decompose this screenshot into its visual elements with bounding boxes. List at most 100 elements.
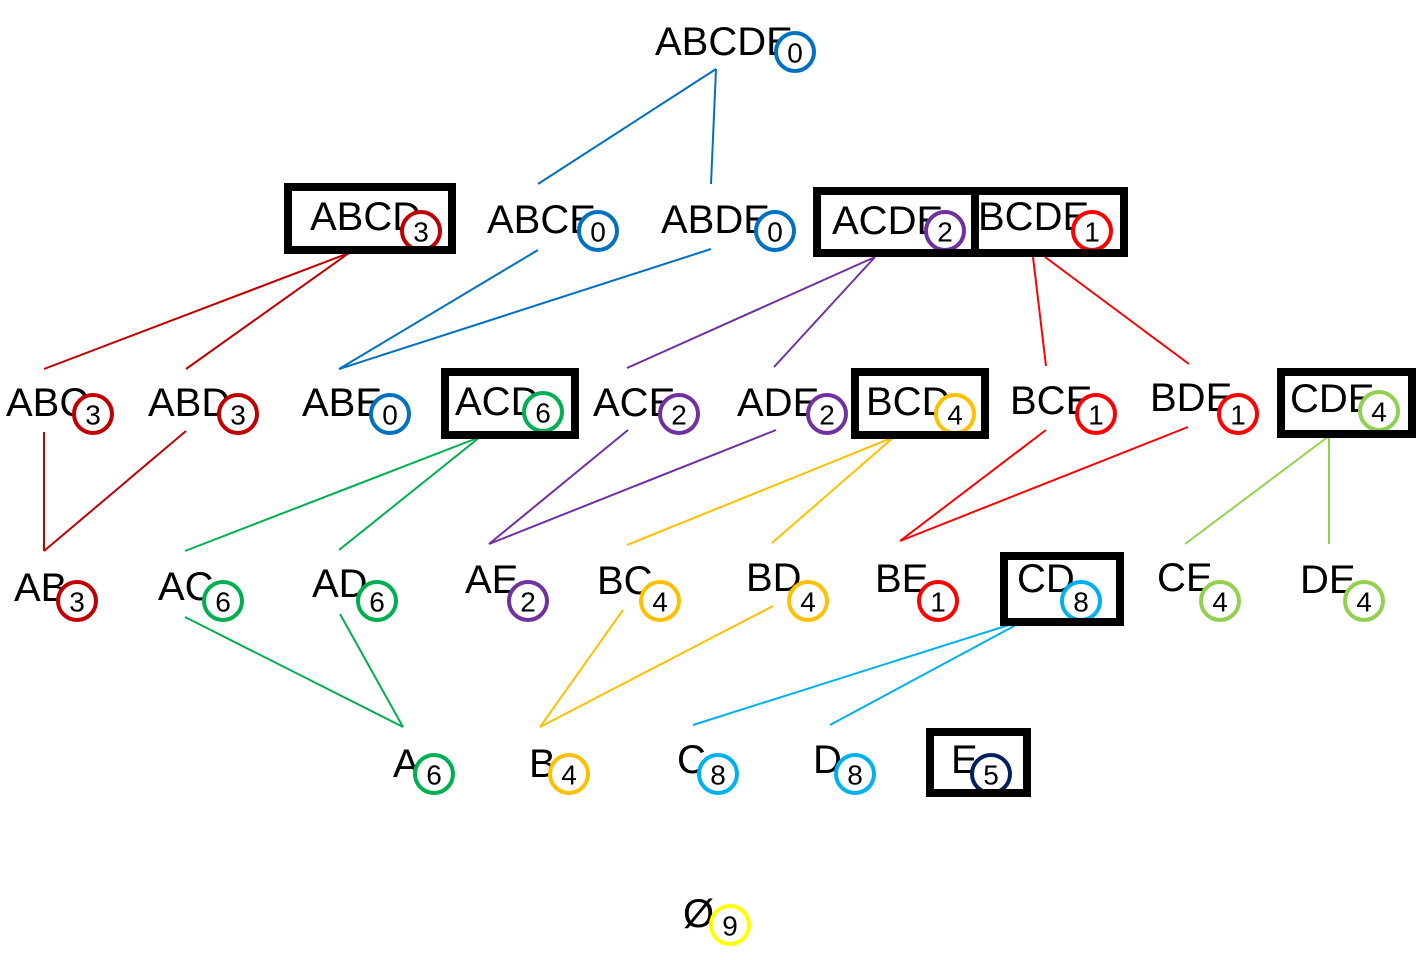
support-count-ac: 6: [215, 587, 231, 618]
edge-abcde-abce: [537, 68, 717, 185]
itemset-label-abde: ABDE: [661, 198, 770, 242]
closed-itemset-box-cde: [1277, 368, 1416, 438]
edge-abde-abe: [338, 248, 712, 370]
closed-itemset-box-bcde: [971, 187, 1128, 257]
support-count-acde: 2: [937, 217, 953, 248]
support-count-be: 1: [930, 587, 946, 618]
support-count-abc: 3: [85, 400, 101, 431]
support-count-bcde: 1: [1084, 217, 1100, 248]
edge-acde-ade: [773, 256, 876, 368]
support-count-circle-ae: [507, 580, 549, 622]
edge-bce-be: [899, 429, 1047, 542]
edge-acd-ac: [184, 436, 481, 552]
itemset-label-abcde: ABCDE: [655, 20, 793, 64]
itemset-node-be: BE1: [875, 557, 959, 622]
support-count-circle-ac: [202, 580, 244, 622]
itemset-label-ade: ADE: [737, 381, 819, 425]
support-count-abe: 0: [382, 400, 398, 431]
support-count-circle-ace: [658, 393, 700, 435]
edge-ad-a: [339, 613, 404, 728]
edge-ade-ae: [488, 429, 777, 545]
support-count-cd: 8: [1073, 587, 1089, 618]
support-count-empty: 9: [722, 911, 738, 942]
support-count-abd: 3: [230, 400, 246, 431]
support-count-de: 4: [1356, 587, 1372, 618]
support-count-circle-ade: [806, 393, 848, 435]
edge-cd-d: [829, 624, 1017, 726]
edge-abcd-abd: [185, 252, 350, 370]
lattice-edges: [43, 68, 1330, 728]
closed-itemset-box-abcd: [284, 183, 456, 254]
support-count-circle-empty: [709, 904, 751, 946]
support-count-circle-ad: [356, 580, 398, 622]
support-count-circle-bce: [1075, 393, 1117, 435]
edge-abd-ab: [43, 430, 187, 552]
support-count-circle-a: [413, 753, 455, 795]
edge-bcd-bd: [771, 436, 895, 544]
support-count-abce: 0: [590, 217, 606, 248]
support-count-circle-abcde: [774, 31, 816, 73]
support-count-circle-ab: [56, 580, 98, 622]
support-count-bc: 4: [652, 587, 668, 618]
support-count-ab: 3: [69, 587, 85, 618]
support-count-bce: 1: [1088, 400, 1104, 431]
edge-bcde-bce: [1032, 256, 1047, 367]
closed-itemset-box-acd: [441, 368, 579, 439]
support-count-c: 8: [710, 760, 726, 791]
support-count-abde: 0: [767, 217, 783, 248]
support-count-circle-de: [1343, 580, 1385, 622]
support-count-ce: 4: [1212, 587, 1228, 618]
itemset-node-bd: BD4: [746, 556, 829, 622]
support-count-cde: 4: [1371, 397, 1387, 428]
edge-acd-ad: [338, 436, 481, 551]
support-count-circle-be: [917, 580, 959, 622]
edge-ac-a: [184, 616, 404, 728]
support-count-circle-c: [697, 753, 739, 795]
support-count-circle-b: [548, 753, 590, 795]
support-count-circle-bde: [1217, 393, 1259, 435]
edge-acde-ace: [626, 256, 876, 369]
support-count-abcde: 0: [787, 38, 803, 69]
itemset-label-empty: Ø: [683, 892, 714, 936]
support-count-circle-ce: [1199, 580, 1241, 622]
itemset-label-abe: ABE: [302, 381, 382, 425]
edge-bcde-bde: [1044, 256, 1190, 365]
support-count-e: 5: [983, 760, 999, 791]
closed-itemset-box-bcd: [851, 368, 989, 439]
closed-itemset-box-cd: [1000, 552, 1124, 626]
support-count-circle-abc: [72, 393, 114, 435]
edge-bcd-bc: [626, 436, 895, 546]
edge-abce-abe: [338, 249, 539, 370]
support-count-circle-abce: [577, 210, 619, 252]
support-count-circle-abe: [369, 393, 411, 435]
edge-cd-c: [692, 623, 1013, 726]
support-count-abcd: 3: [413, 217, 429, 248]
support-count-bcd: 4: [947, 400, 963, 431]
support-count-bd: 4: [800, 587, 816, 618]
itemset-label-bcde: BCDE: [978, 195, 1089, 239]
itemset-node-cd: CD8: [1000, 552, 1124, 626]
